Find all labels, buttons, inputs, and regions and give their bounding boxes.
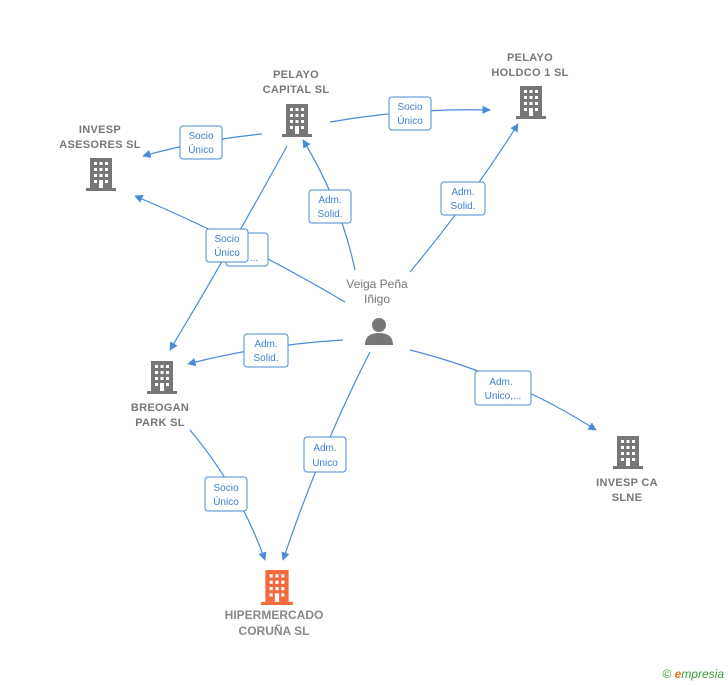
edge-label-person-to-invesp-ca[interactable]: Adm. Unico,... (474, 370, 532, 406)
node-label-line1: INVESP (79, 124, 121, 136)
node-label-line2: ASESORES SL (59, 139, 141, 151)
edge-label-line1: Adm. (451, 187, 474, 198)
node-label-line2: SLNE (612, 492, 643, 504)
node-label-line2: PARK SL (135, 417, 185, 429)
edge-label-line2: Solid. (317, 209, 342, 220)
node-label-line2: CAPITAL SL (263, 84, 330, 96)
node-invesp-asesores[interactable]: INVESP ASESORES SL (59, 124, 141, 191)
edge-label-breogan-to-hipermercado[interactable]: Socio Único (204, 476, 248, 512)
edge-label-line1: Socio (397, 102, 422, 113)
node-pelayo-holdco[interactable]: PELAYO HOLDCO 1 SL (491, 52, 568, 119)
node-label-line1: BREOGAN (131, 402, 189, 414)
edge-label-capital-to-breogan[interactable]: Socio Único (205, 228, 249, 263)
building-icon (282, 104, 312, 137)
node-label-line1: INVESP CA (596, 477, 658, 489)
edge-label-line1: Socio (214, 234, 239, 245)
node-person-veiga[interactable]: Veiga Peña Iñigo (346, 277, 408, 345)
person-label-line2: Iñigo (364, 292, 390, 306)
node-label-line1: HIPERMERCADO (225, 608, 324, 622)
edge-label-capital-to-asesores[interactable]: Socio Único (179, 125, 223, 160)
brand-logo-initial: e (674, 667, 682, 681)
node-breogan-park[interactable]: BREOGAN PARK SL (131, 361, 189, 429)
edge-label-line1: Adm. (318, 195, 341, 206)
node-label-line1: PELAYO (507, 52, 553, 64)
footer-brand: © empresia (662, 667, 724, 681)
edge-label-line2: Solid. (253, 353, 278, 364)
node-label-line2: CORUÑA SL (239, 623, 310, 638)
edge-label-line2: Único (213, 495, 239, 508)
edges (134, 105, 597, 561)
edge-label-line2: Único (214, 246, 240, 259)
node-label-line2: HOLDCO 1 SL (491, 67, 568, 79)
building-icon (516, 86, 546, 119)
node-pelayo-capital[interactable]: PELAYO CAPITAL SL (263, 69, 330, 137)
node-label-line1: PELAYO (273, 69, 319, 81)
building-icon (613, 436, 643, 469)
edge-label-line2: Solid. (450, 201, 475, 212)
edge-label-line1: Socio (213, 483, 238, 494)
building-icon (86, 158, 116, 191)
node-hipermercado-coruna[interactable]: HIPERMERCADO CORUÑA SL (225, 570, 324, 638)
edge-label-line2: Único (397, 114, 423, 127)
edge-label-line2: Unico (312, 458, 338, 469)
edge-label-line1: Socio (188, 131, 213, 142)
edge-label-person-to-capital[interactable]: Adm. Solid. (308, 189, 352, 224)
edge-label-line1: Adm. (489, 377, 512, 388)
edge-label-person-to-hipermercado[interactable]: Adm. Unico (303, 436, 347, 473)
node-invesp-ca[interactable]: INVESP CA SLNE (596, 436, 658, 504)
person-icon (365, 318, 393, 345)
person-label-line1: Veiga Peña (346, 277, 408, 291)
edge-label-line2: Unico,... (485, 391, 522, 402)
building-icon-main (261, 570, 293, 605)
building-icon (147, 361, 177, 394)
edge-label-line2: Único (188, 143, 214, 156)
edge-label-capital-to-holdco[interactable]: Socio Único (388, 96, 432, 131)
edge-label-line2: ... (250, 253, 258, 264)
brand-logo-text: mpresia (681, 667, 724, 681)
copyright-icon: © (662, 667, 672, 681)
edge-label-person-to-holdco[interactable]: Adm. Solid. (440, 181, 486, 216)
edge-label-person-to-breogan[interactable]: Adm. Solid. (243, 333, 289, 368)
edge-label-line1: Adm. (313, 443, 336, 454)
edge-label-line1: Adm. (254, 339, 277, 350)
